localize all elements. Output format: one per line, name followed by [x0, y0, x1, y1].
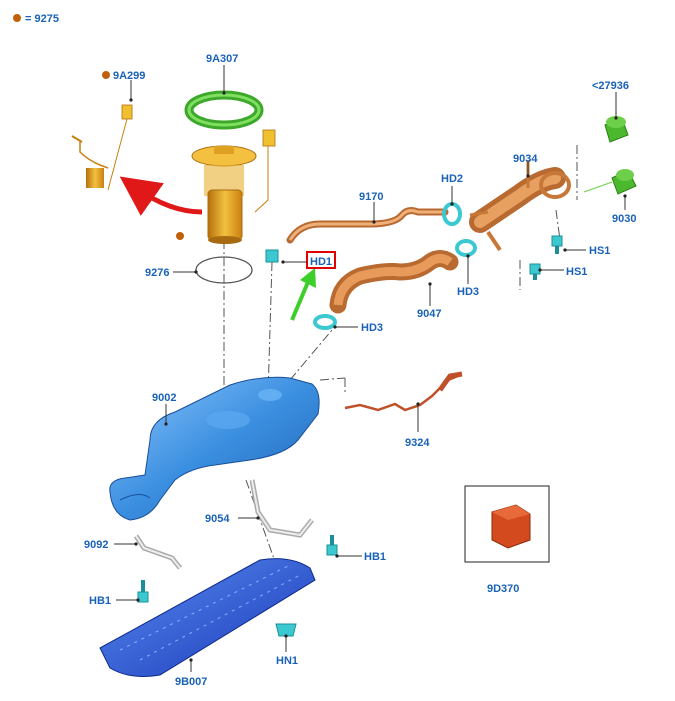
tank-strap: [249, 479, 314, 538]
hd3-clip-lower: [313, 314, 337, 330]
label-HS1-lower: HS1: [566, 266, 587, 278]
hd1-clip: [265, 249, 279, 263]
label-9B007: 9B007: [175, 676, 207, 688]
hb1-bolt-left: [137, 580, 149, 603]
callout-arrow: [290, 268, 316, 321]
label-9170: 9170: [359, 191, 383, 203]
hs1-bolt-lower: [529, 263, 541, 280]
hn1-nut: [275, 623, 297, 637]
label-9002: 9002: [152, 392, 176, 404]
label-HD1: HD1: [310, 256, 332, 268]
label-9324: 9324: [405, 437, 430, 449]
hd3-clip-upper: [455, 239, 477, 257]
filler-cap: [604, 116, 629, 143]
label-HS1-upper: HS1: [589, 245, 610, 257]
leader-lines: [114, 65, 627, 672]
label-9D370: 9D370: [487, 583, 519, 595]
hb1-bolt-right: [326, 535, 338, 556]
lock-ring: [184, 90, 264, 130]
seal-ring: [195, 256, 253, 284]
label-9054: 9054: [205, 513, 230, 525]
legend-text: = 9275: [25, 13, 59, 25]
module-inset: [464, 485, 550, 563]
removal-arrow: [119, 176, 203, 216]
marker-dot-pump: [176, 232, 184, 240]
label-9092: 9092: [84, 539, 108, 551]
label-HD2: HD2: [441, 173, 463, 185]
legend: = 9275: [13, 13, 59, 25]
label-9034: 9034: [513, 153, 538, 165]
label-HD3-lower: HD3: [361, 322, 383, 334]
legend-marker-dot: [13, 14, 21, 22]
label-27936: <27936: [592, 80, 629, 92]
label-HB1-right: HB1: [364, 551, 386, 563]
label-9276: 9276: [145, 267, 169, 279]
fuel-tank: [109, 376, 320, 521]
label-9A299: 9A299: [113, 70, 145, 82]
hd1-highlight-box: [306, 251, 336, 269]
label-HN1: HN1: [276, 655, 298, 667]
hs1-bolt-upper: [551, 235, 563, 254]
label-HB1-left: HB1: [89, 595, 111, 607]
label-9A307: 9A307: [206, 53, 238, 65]
vent-tube: [344, 374, 459, 412]
tank-shield: [99, 558, 316, 677]
label-9030: 9030: [612, 213, 636, 225]
part-labels: 9A299 9A307 <27936 9034 HD2 9170 9030 HS…: [84, 53, 636, 688]
label-9047: 9047: [417, 308, 441, 320]
fuel-pump-module: [71, 104, 276, 244]
label-HD3-upper: HD3: [457, 286, 479, 298]
filler-housing: [583, 169, 637, 195]
marker-dot-9A299: [102, 71, 110, 79]
